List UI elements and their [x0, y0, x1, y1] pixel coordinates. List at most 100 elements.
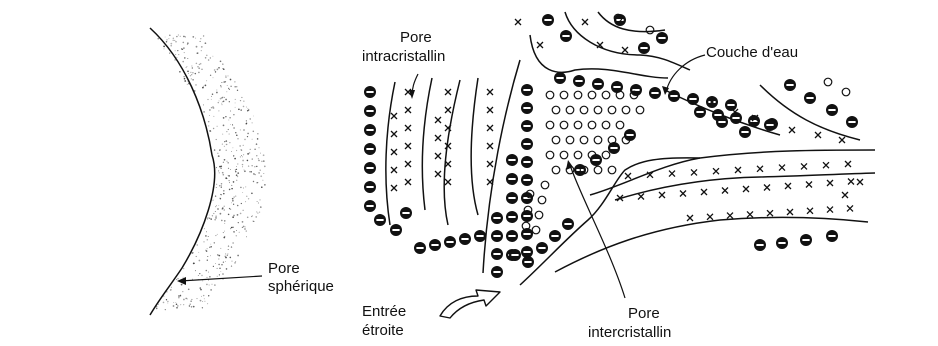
filled-particle — [592, 78, 604, 90]
open-particle — [574, 151, 582, 159]
open-particle — [646, 26, 654, 34]
cross-marker — [435, 135, 441, 141]
filled-particle — [614, 14, 626, 26]
open-particle — [602, 151, 610, 159]
cross-marker — [823, 162, 829, 168]
open-particle — [574, 121, 582, 129]
label-entree-etroite: Entrée étroite — [362, 303, 406, 339]
open-particle — [566, 106, 574, 114]
filled-particle — [656, 32, 668, 44]
filled-particle — [687, 93, 699, 105]
filled-particle — [509, 249, 521, 261]
label-pore-inter-line1: Pore — [628, 305, 660, 322]
open-particle — [842, 88, 850, 96]
open-particle — [588, 91, 596, 99]
filled-particle — [364, 86, 376, 98]
open-particle — [594, 106, 602, 114]
cross-marker — [801, 163, 807, 169]
narrow-entry-arrow — [440, 290, 500, 318]
open-particle — [560, 151, 568, 159]
cross-marker — [757, 166, 763, 172]
label-entree-line2: étroite — [362, 322, 404, 339]
label-pore-intra-line1: Pore — [400, 29, 432, 46]
filled-particle — [573, 75, 585, 87]
cross-marker — [779, 165, 785, 171]
cross-marker — [391, 113, 397, 119]
open-particle — [552, 166, 560, 174]
filled-particle — [668, 90, 680, 102]
filled-particle — [826, 104, 838, 116]
cross-marker — [827, 180, 833, 186]
label-pore-spherique-line1: Pore — [268, 260, 300, 277]
open-particle — [552, 106, 560, 114]
cross-marker — [487, 161, 493, 167]
filled-particle — [638, 42, 650, 54]
label-pore-spherique: Pore sphérique — [268, 260, 334, 295]
cross-marker — [747, 211, 753, 217]
filled-particle — [364, 124, 376, 136]
filled-particle — [725, 99, 737, 111]
cross-marker — [815, 132, 821, 138]
cross-marker — [391, 149, 397, 155]
cross-marker — [487, 143, 493, 149]
open-particle — [574, 91, 582, 99]
cross-marker — [713, 168, 719, 174]
open-particle — [616, 121, 624, 129]
cross-marker — [405, 125, 411, 131]
filled-particle — [694, 106, 706, 118]
cross-marker — [857, 179, 863, 185]
open-particle — [580, 136, 588, 144]
filled-particle — [506, 211, 518, 223]
open-particle — [616, 91, 624, 99]
label-pore-spherique-line2: sphérique — [268, 278, 334, 295]
cross-marker — [743, 186, 749, 192]
filled-particle — [444, 236, 456, 248]
filled-particle — [364, 105, 376, 117]
cross-marker — [785, 183, 791, 189]
filled-particle — [374, 214, 386, 226]
cross-marker — [445, 107, 451, 113]
cross-marker — [405, 179, 411, 185]
cross-marker — [391, 167, 397, 173]
filled-particle — [364, 162, 376, 174]
spherical-pore-wall — [150, 28, 215, 315]
cross-marker — [842, 192, 848, 198]
cross-marker — [435, 153, 441, 159]
cross-marker — [659, 192, 665, 198]
open-particle — [546, 91, 554, 99]
filled-particle — [536, 242, 548, 254]
filled-particle — [491, 266, 503, 278]
filled-particle — [364, 181, 376, 193]
filled-particle — [522, 256, 534, 268]
cross-marker — [638, 194, 644, 200]
cross-marker — [764, 185, 770, 191]
open-particle — [622, 106, 630, 114]
filled-particle — [364, 200, 376, 212]
cross-marker — [405, 143, 411, 149]
open-particle — [594, 166, 602, 174]
open-particle — [608, 166, 616, 174]
cross-marker — [807, 208, 813, 214]
open-particle — [636, 106, 644, 114]
filled-particle — [506, 154, 518, 166]
label-couche-eau: Couche d'eau — [706, 44, 798, 61]
filled-particle — [400, 207, 412, 219]
filled-particle — [562, 218, 574, 230]
filled-particle — [506, 192, 518, 204]
cross-marker — [767, 210, 773, 216]
cross-marker — [680, 191, 686, 197]
stipple-texture — [156, 34, 266, 310]
cross-marker — [827, 207, 833, 213]
open-particle — [588, 121, 596, 129]
cross-marker — [839, 137, 845, 143]
filled-particle — [800, 234, 812, 246]
cross-marker — [687, 215, 693, 221]
open-particle — [546, 121, 554, 129]
filled-particle — [804, 92, 816, 104]
cross-marker — [848, 179, 854, 185]
label-pore-intracristallin: Pore intracristallin — [362, 29, 445, 65]
filled-particle — [474, 230, 486, 242]
open-particle — [532, 226, 540, 234]
